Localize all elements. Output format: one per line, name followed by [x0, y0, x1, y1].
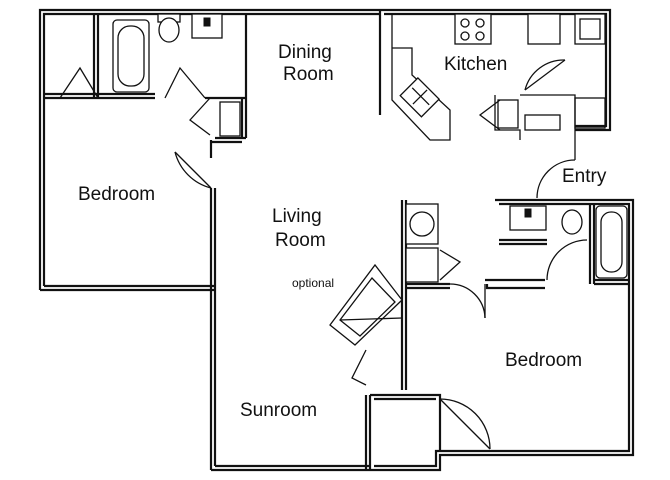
sunroom-label: Sunroom	[240, 400, 317, 421]
living-room-label-2: Room	[275, 230, 326, 251]
stove	[454, 13, 492, 45]
fixtures	[112, 13, 628, 346]
bathtub-right	[595, 205, 628, 279]
dining-room-label-1: Dining	[278, 42, 332, 63]
entry-label: Entry	[562, 166, 607, 187]
bedroom-right-label: Bedroom	[505, 350, 582, 371]
fireplace-optional	[329, 263, 403, 346]
optional-label: optional	[292, 276, 334, 290]
outer-walls	[38, 8, 635, 472]
doors	[59, 59, 588, 450]
dining-room-label-2: Room	[283, 64, 334, 85]
living-room-label-1: Living	[272, 206, 322, 227]
bedroom-left-label: Bedroom	[78, 184, 155, 205]
room-labels: Dining Room Kitchen Entry Bedroom Living…	[78, 42, 607, 421]
kitchen-label: Kitchen	[444, 54, 507, 75]
bathtub-left	[112, 19, 150, 93]
water-heater	[405, 203, 439, 245]
interior-walls	[44, 10, 629, 470]
toilet-right	[561, 209, 583, 235]
